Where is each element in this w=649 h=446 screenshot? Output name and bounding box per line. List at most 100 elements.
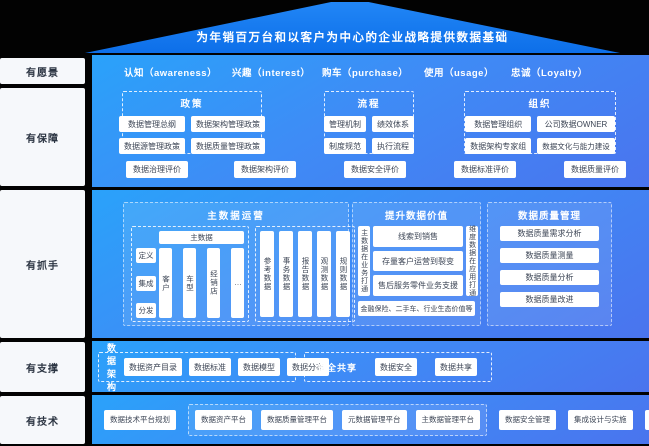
- sidebar-label: 有保障: [26, 133, 59, 145]
- quality-item: 数据质量改进: [500, 292, 599, 307]
- matrix-row-label: 定义: [136, 248, 156, 263]
- tech-security-mgmt: 数据安全管理: [499, 409, 556, 430]
- tech-integration: 集成设计与实施: [568, 409, 633, 430]
- data-quality-items: 数据质量需求分析 数据质量测量 数据质量分析 数据质量改进: [500, 226, 599, 307]
- policy-group: 政策 数据管理总纲 数据架构管理政策 数据源管理政策 数据质量管理政策: [119, 91, 265, 154]
- architecture-item: 数据资产目录: [124, 358, 183, 376]
- sidebar-item-vision: 有愿景: [0, 58, 85, 84]
- org-item: 数据架构专家组: [465, 138, 532, 154]
- tech-platform-planning: 数据技术平台规划: [104, 409, 176, 430]
- data-value-body: 主数据在业务打通 线索到销售 存量客户运营到裂变 售后服务零件业务支援 维度数据…: [358, 225, 478, 297]
- matrix-column: 客户: [159, 248, 172, 318]
- matrix-column: 经销店: [207, 248, 220, 318]
- data-value-panel: 提升数据价值 主数据在业务打通 线索到销售 存量客户运营到裂变 售后服务零件业务…: [352, 202, 481, 326]
- policy-item: 数据质量管理政策: [191, 138, 265, 154]
- tech-platform: 元数据管理平台: [342, 409, 407, 430]
- journey-stage-interest: 兴趣（interest）: [232, 68, 311, 79]
- tech-platform-group: 数据资产平台 数据质量管理平台 元数据管理平台 主数据管理平台: [188, 403, 487, 436]
- process-item: 执行流程: [372, 138, 414, 154]
- org-item: 数据文化与能力建设: [537, 138, 615, 154]
- journey-stage-purchase: 购车（purchase）: [322, 68, 409, 79]
- policy-item: 数据架构管理政策: [191, 116, 265, 132]
- process-group-items: 管理机制 绩效体系 制度规范 执行流程: [324, 116, 414, 154]
- value-bottom-item: 金融保险、二手车、行业生态价值等: [358, 301, 475, 316]
- security-sharing-title: 安全共享: [317, 362, 358, 373]
- block-vision-guarantee: 认知（awareness） 兴趣（interest） 购车（purchase） …: [92, 55, 649, 187]
- journey-stage-loyalty: 忠诚（Loyalty）: [511, 68, 588, 79]
- value-items: 线索到销售 存量客户运营到裂变 售后服务零件业务支援: [373, 226, 463, 297]
- eval-architecture: 数据架构评价: [234, 161, 296, 178]
- master-data-ops-panel: 主数据运营 主数据 定义 集成 分发 客户: [123, 202, 355, 326]
- quality-item: 数据质量测量: [500, 248, 599, 263]
- process-group: 流程 管理机制 绩效体系 制度规范 执行流程: [324, 91, 414, 154]
- value-left-bar: 主数据在业务打通: [358, 226, 370, 296]
- org-group-items: 数据管理组织 公司数据OWNER 数据架构专家组 数据文化与能力建设: [465, 116, 615, 154]
- value-right-bar: 维度数据在应用打通: [466, 225, 478, 297]
- org-item: 公司数据OWNER: [537, 116, 615, 132]
- security-item: 数据安全: [375, 358, 418, 376]
- value-item: 线索到销售: [373, 226, 463, 247]
- data-type: 规则数据: [336, 231, 350, 317]
- master-data-ops-title: 主数据运营: [207, 211, 265, 222]
- process-item: 管理机制: [324, 116, 366, 132]
- architecture-item: 数据标准: [189, 358, 232, 376]
- policy-group-items: 数据管理总纲 数据架构管理政策 数据源管理政策 数据质量管理政策: [119, 116, 265, 154]
- org-group-title: 组织: [528, 99, 552, 110]
- tech-platform: 主数据管理平台: [415, 409, 480, 430]
- policy-item: 数据源管理政策: [119, 138, 185, 154]
- policy-item: 数据管理总纲: [119, 116, 185, 132]
- quality-item: 数据质量分析: [500, 270, 599, 285]
- block-support: 数据架构 数据资产目录 数据标准 数据模型 数据分布 安全共享 数据安全 数据共…: [92, 341, 649, 392]
- journey-stage-awareness: 认知（awareness）: [124, 68, 218, 79]
- matrix-spacer: [136, 231, 156, 244]
- matrix-row-label: 分发: [136, 303, 156, 318]
- security-sharing-group: 安全共享 数据安全 数据共享: [304, 352, 492, 382]
- tech-data-modeling: 数据建模和开发: [644, 409, 649, 430]
- sidebar-item-support: 有支撑: [0, 342, 85, 392]
- value-item: 售后服务零件业务支援: [373, 275, 463, 297]
- sidebar-label: 有技术: [26, 416, 59, 428]
- tech-platform: 数据资产平台: [195, 409, 252, 430]
- org-group: 组织 数据管理组织 公司数据OWNER 数据架构专家组 数据文化与能力建设: [464, 91, 616, 154]
- sidebar-label: 有愿景: [26, 67, 59, 79]
- journey-stage-usage: 使用（usage）: [424, 68, 494, 79]
- banner-title: 为年销百万台和以客户为中心的企业战略提供数据基础: [196, 32, 509, 44]
- data-value-title: 提升数据价值: [384, 211, 448, 222]
- master-data-header: 主数据: [159, 231, 244, 244]
- matrix-column: …: [231, 248, 244, 318]
- sidebar-item-guarantee: 有保障: [0, 88, 85, 186]
- eval-security: 数据安全评价: [344, 161, 406, 178]
- block-grip: 主数据运营 主数据 定义 集成 分发 客户: [92, 190, 649, 338]
- quality-item: 数据质量需求分析: [500, 226, 599, 241]
- data-quality-title: 数据质量管理: [517, 211, 581, 222]
- eval-quality: 数据质量评价: [564, 161, 626, 178]
- architecture-group: 数据架构 数据资产目录 数据标准 数据模型 数据分布: [98, 343, 330, 392]
- org-item: 数据管理组织: [465, 116, 532, 132]
- matrix-row-label: 集成: [136, 275, 156, 291]
- data-type: 观测数据: [317, 231, 331, 317]
- matrix-column: 车型: [183, 248, 196, 318]
- eval-standard: 数据标准评价: [454, 161, 516, 178]
- eval-governance: 数据治理评价: [126, 161, 188, 178]
- data-quality-panel: 数据质量管理 数据质量需求分析 数据质量测量 数据质量分析 数据质量改进: [487, 202, 612, 326]
- process-item: 绩效体系: [372, 116, 414, 132]
- policy-group-title: 政策: [180, 99, 204, 110]
- data-types-panel: 参考数据 事务数据 报告数据 观测数据 规则数据: [255, 226, 355, 322]
- tech-platform: 数据质量管理平台: [261, 409, 333, 430]
- architecture-item: 数据分布: [287, 358, 330, 376]
- security-item: 数据共享: [435, 358, 478, 376]
- architecture-group-title: 数据架构: [107, 343, 118, 392]
- sidebar-item-grip: 有抓手: [0, 190, 85, 338]
- process-group-title: 流程: [357, 99, 381, 110]
- sidebar-label: 有抓手: [26, 260, 59, 272]
- matrix-row-labels: 定义 集成 分发: [136, 248, 156, 318]
- block-technology: 数据技术平台规划 数据资产平台 数据质量管理平台 元数据管理平台 主数据管理平台…: [92, 395, 649, 444]
- data-type: 报告数据: [298, 231, 312, 317]
- matrix-columns: 客户 车型 经销店 …: [159, 248, 244, 318]
- architecture-item: 数据模型: [238, 358, 281, 376]
- strategy-banner: 为年销百万台和以客户为中心的企业战略提供数据基础: [85, 2, 620, 53]
- value-item: 存量客户运营到裂变: [373, 250, 463, 272]
- process-item: 制度规范: [324, 138, 366, 154]
- sidebar-item-technology: 有技术: [0, 396, 85, 444]
